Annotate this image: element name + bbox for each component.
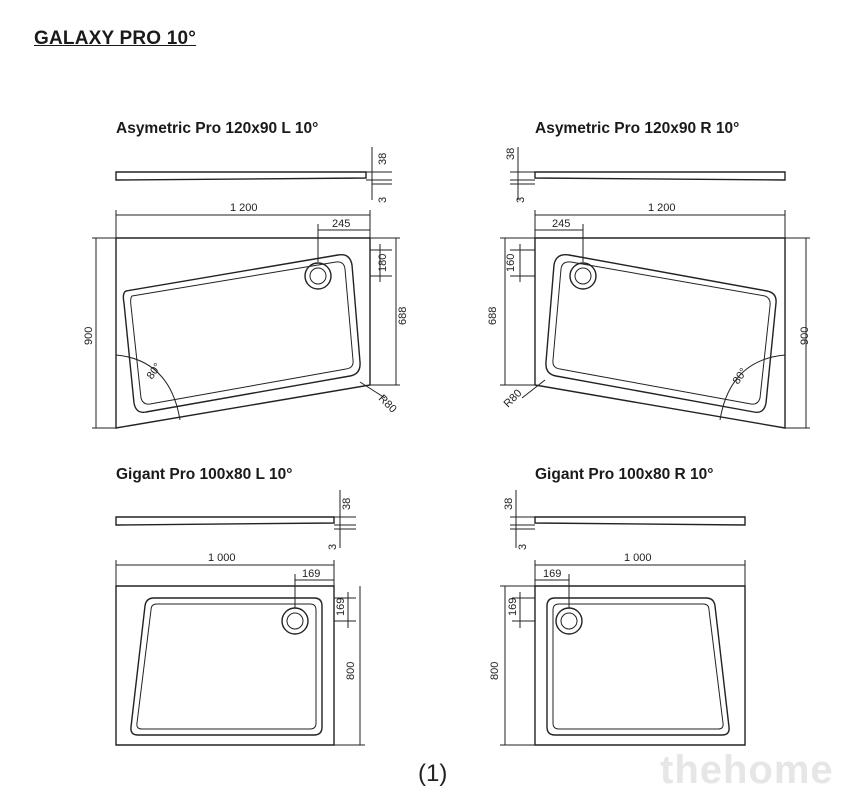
height-label: 38 xyxy=(505,148,517,160)
waste-dimensions xyxy=(294,574,356,628)
side-profile xyxy=(534,516,746,526)
tray-outline xyxy=(115,237,371,429)
side-dimensions xyxy=(500,237,810,429)
inner-basin xyxy=(545,254,777,413)
inner-basin-edge xyxy=(552,261,771,405)
height-dimension xyxy=(510,147,535,200)
waste-y-label: 169 xyxy=(507,598,519,616)
waste-x-label: 169 xyxy=(302,568,320,580)
base-label: 3 xyxy=(517,544,529,550)
waste-x-label: 245 xyxy=(552,218,570,230)
waste-x-label: 245 xyxy=(332,218,350,230)
side-profile xyxy=(115,516,335,526)
model-title-asymetric-left: Asymetric Pro 120x90 L 10° xyxy=(116,120,319,137)
height-dimension xyxy=(366,147,392,200)
inner-basin-edge xyxy=(552,603,724,730)
waste-dimensions xyxy=(510,224,584,282)
width-label: 1 200 xyxy=(230,202,258,214)
depth-dimension xyxy=(500,585,535,746)
waste-outlet xyxy=(555,607,583,635)
depth-label: 800 xyxy=(345,662,357,680)
watermark: thehome xyxy=(660,748,834,792)
waste-y-label: 160 xyxy=(505,254,517,272)
depth-dimension xyxy=(334,586,365,746)
width-label: 1 000 xyxy=(624,552,652,564)
radius-line xyxy=(359,381,386,399)
long-side-label: 900 xyxy=(799,327,811,345)
radius-label: R80 xyxy=(502,387,525,410)
inner-basin-edge xyxy=(130,261,354,405)
gigant-left-drawing xyxy=(115,490,365,746)
angle-arc xyxy=(719,354,786,421)
radius-line xyxy=(521,379,546,399)
inner-basin xyxy=(122,254,361,413)
tray-outline xyxy=(534,237,786,429)
angle-arc xyxy=(115,354,181,421)
waste-outlet xyxy=(281,607,309,635)
radius-label: R80 xyxy=(376,393,399,416)
tray-outline xyxy=(534,585,746,746)
model-title-gigant-left: Gigant Pro 100x80 L 10° xyxy=(116,466,293,483)
width-dimension xyxy=(115,210,371,238)
height-dimension xyxy=(510,490,535,548)
depth-label: 800 xyxy=(489,662,501,680)
waste-y-label: 180 xyxy=(377,254,389,272)
gigant-right-drawing xyxy=(500,490,746,746)
waste-x-label: 169 xyxy=(543,568,561,580)
width-label: 1 200 xyxy=(648,202,676,214)
short-side-label: 688 xyxy=(397,307,409,325)
waste-y-label: 169 xyxy=(335,598,347,616)
height-label: 38 xyxy=(341,498,353,510)
model-title-gigant-right: Gigant Pro 100x80 R 10° xyxy=(535,466,714,483)
base-label: 3 xyxy=(515,197,527,203)
short-side-label: 688 xyxy=(487,307,499,325)
height-dimension xyxy=(334,490,356,548)
width-dimension xyxy=(534,560,746,586)
asymetric-left-drawing xyxy=(92,147,400,429)
asymetric-right-drawing xyxy=(500,147,810,429)
figure-label: (1) xyxy=(418,760,448,787)
waste-dimensions xyxy=(512,574,570,628)
inner-basin-edge xyxy=(136,603,317,730)
height-label: 38 xyxy=(377,153,389,165)
side-dimensions xyxy=(92,237,400,429)
side-profile xyxy=(534,171,786,181)
model-title-asymetric-right: Asymetric Pro 120x90 R 10° xyxy=(535,120,740,137)
width-dimension xyxy=(534,210,786,238)
waste-outlet xyxy=(304,262,332,290)
inner-basin xyxy=(130,597,323,736)
long-side-label: 900 xyxy=(83,327,95,345)
page-title: GALAXY PRO 10° xyxy=(34,28,197,49)
width-dimension xyxy=(115,560,335,586)
inner-basin xyxy=(546,597,730,736)
side-profile xyxy=(115,171,367,181)
width-label: 1 000 xyxy=(208,552,236,564)
height-label: 38 xyxy=(503,498,515,510)
base-label: 3 xyxy=(327,544,339,550)
waste-dimensions xyxy=(317,224,392,282)
waste-outlet xyxy=(569,262,597,290)
base-label: 3 xyxy=(377,197,389,203)
